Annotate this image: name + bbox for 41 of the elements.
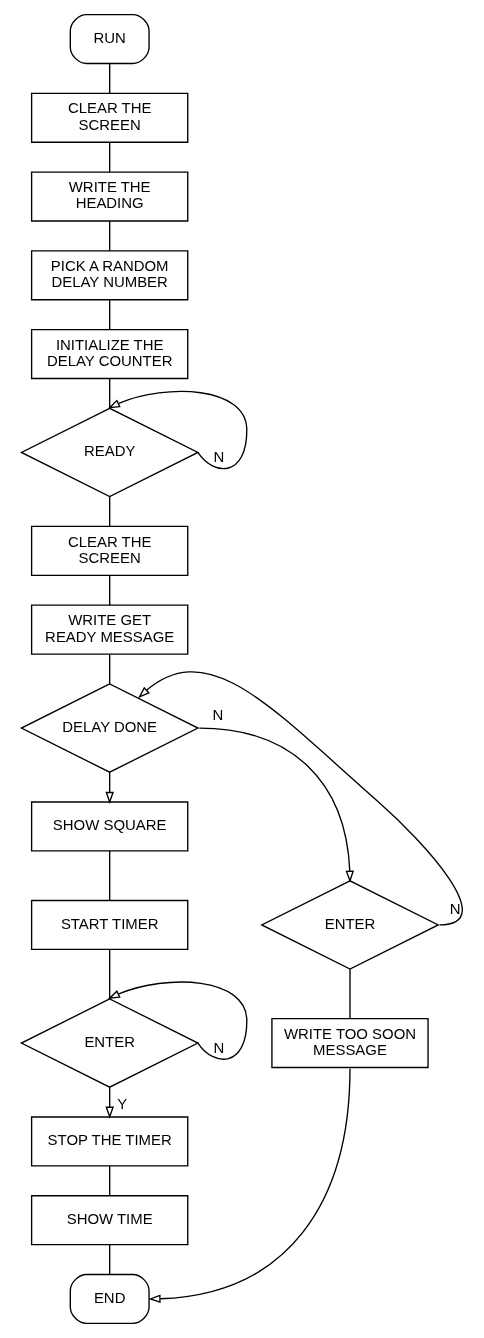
node-diamond: ENTER <box>260 880 440 970</box>
connector <box>109 299 111 331</box>
node-box: SHOW SQUARE <box>30 801 189 852</box>
connector <box>109 1165 111 1197</box>
connector <box>109 141 111 173</box>
connector <box>349 968 351 1020</box>
arrow <box>148 1068 351 1304</box>
node-box: STOP THE TIMER <box>30 1116 189 1167</box>
node-box: RUN <box>69 13 150 65</box>
edge-label: N <box>449 899 461 917</box>
connector <box>109 377 111 409</box>
node-box: SHOW TIME <box>30 1195 189 1246</box>
edge-label: N <box>212 706 224 724</box>
node-box: PICK A RANDOM DELAY NUMBER <box>30 250 189 301</box>
node-box: WRITE GET READY MESSAGE <box>30 604 189 655</box>
edge-label: Y <box>117 1094 128 1112</box>
arrow <box>198 727 355 883</box>
connector <box>109 62 111 95</box>
arrow <box>138 671 463 926</box>
edge-label: N <box>213 448 225 466</box>
connector <box>109 1244 111 1276</box>
arrow <box>107 981 248 1060</box>
node-box: CLEAR THE SCREEN <box>30 525 189 576</box>
connector <box>109 850 111 901</box>
arrow <box>107 390 248 470</box>
edge-label: N <box>213 1038 225 1056</box>
node-diamond: ENTER <box>19 998 200 1088</box>
connector <box>109 495 111 527</box>
node-diamond: READY <box>19 407 200 498</box>
connector <box>109 574 111 606</box>
node-box: CLEAR THE SCREEN <box>30 92 189 143</box>
node-box: START TIMER <box>30 899 189 951</box>
connector <box>109 220 111 252</box>
arrow <box>105 771 114 805</box>
node-box: WRITE THE HEADING <box>30 171 189 222</box>
node-box: END <box>69 1273 150 1325</box>
node-box: WRITE TOO SOON MESSAGE <box>271 1017 429 1069</box>
connector <box>109 948 111 1000</box>
connector <box>109 653 111 685</box>
node-box: INITIALIZE THE DELAY COUNTER <box>30 328 189 380</box>
arrow <box>105 1086 114 1119</box>
